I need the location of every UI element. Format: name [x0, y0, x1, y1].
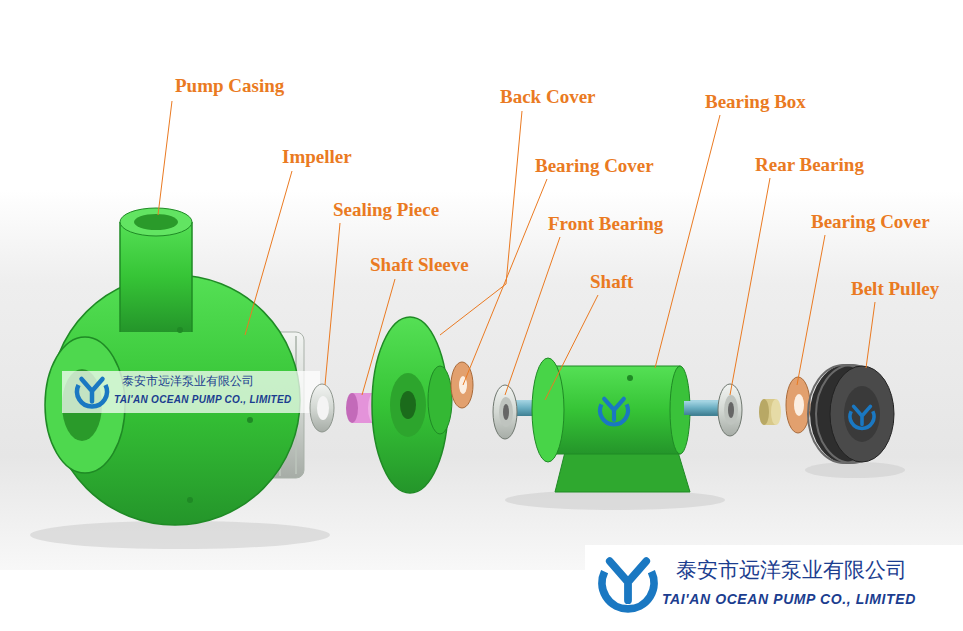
- part-label: Bearing Cover: [535, 155, 654, 177]
- part-label: Front Bearing: [548, 213, 663, 235]
- part-label: Impeller: [282, 146, 352, 168]
- part-label: Back Cover: [500, 86, 596, 108]
- part-label: Shaft: [590, 271, 633, 293]
- watermark-text: 泰安市远洋泵业有限公司: [122, 375, 254, 389]
- watermark-text: TAI'AN OCEAN PUMP CO., LIMITED: [114, 394, 292, 406]
- company-name: TAI'AN OCEAN PUMP CO., LIMITED: [662, 591, 916, 607]
- part-label: Belt Pulley: [851, 278, 939, 300]
- part-label: Shaft Sleeve: [370, 254, 469, 276]
- part-label: Bearing Box: [705, 91, 806, 113]
- part-label: Rear Bearing: [755, 154, 864, 176]
- company-name: 泰安市远洋泵业有限公司: [676, 558, 907, 582]
- part-label: Sealing Piece: [333, 199, 439, 221]
- part-label: Bearing Cover: [811, 211, 930, 233]
- part-label: Pump Casing: [175, 75, 284, 97]
